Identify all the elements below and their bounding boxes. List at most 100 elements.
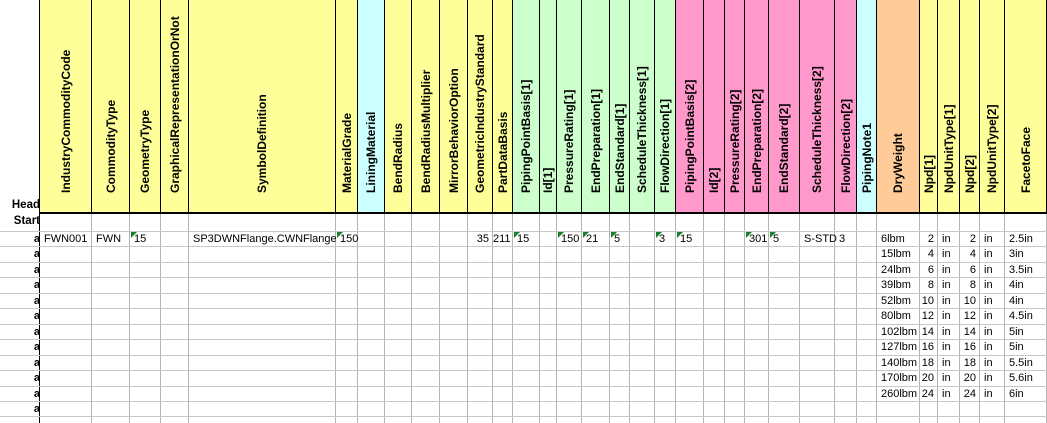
cell-endpreparation2[interactable]: 301 (749, 233, 768, 245)
column-header-npdunittype1[interactable]: NpdUnitType[1] (938, 0, 960, 213)
cell-endstandard2[interactable]: 5 (773, 233, 780, 245)
cell-facetoface[interactable]: 3in (1009, 248, 1024, 260)
cell-npdunittype1[interactable]: in (942, 388, 951, 400)
cell-pressurerating1[interactable]: 150 (561, 233, 580, 245)
cell-npdunittype2[interactable]: in (984, 372, 993, 384)
column-header-flowdirection1[interactable]: FlowDirection[1] (655, 0, 676, 213)
cell-npdunittype1[interactable]: in (942, 357, 951, 369)
column-header-endstandard1[interactable]: EndStandard[1] (610, 0, 630, 213)
cell-npd1[interactable]: 18 (921, 357, 934, 369)
cell-npdunittype2[interactable]: in (984, 248, 993, 260)
cell-industrycommoditycode[interactable]: FWN001 (44, 233, 88, 245)
column-header-bendradius[interactable]: BendRadius (385, 0, 412, 213)
cell-npdunittype2[interactable]: in (984, 264, 993, 276)
cell-flowdirection2[interactable]: 3 (839, 233, 846, 245)
cell-npd1[interactable]: 10 (921, 295, 934, 307)
cell-dryweight[interactable]: 102lbm (881, 326, 918, 338)
cell-dryweight[interactable]: 127lbm (881, 341, 918, 353)
cell-dryweight[interactable]: 6lbm (881, 233, 905, 245)
cell-facetoface[interactable]: 5.5in (1009, 357, 1033, 369)
cell-npd2[interactable]: 14 (963, 326, 976, 338)
cell-npdunittype1[interactable]: in (942, 372, 951, 384)
column-header-id1[interactable]: Id[1] (540, 0, 557, 213)
cell-npd2[interactable]: 4 (969, 248, 976, 260)
cell-npd2[interactable]: 6 (969, 264, 976, 276)
column-header-npd2[interactable]: Npd[2] (960, 0, 980, 213)
cell-npdunittype1[interactable]: in (942, 326, 951, 338)
column-header-flowdirection2[interactable]: FlowDirection[2] (835, 0, 857, 213)
cell-facetoface[interactable]: 5in (1009, 341, 1024, 353)
cell-npd1[interactable]: 24 (921, 388, 934, 400)
cell-dryweight[interactable]: 170lbm (881, 372, 918, 384)
cell-dryweight[interactable]: 260lbm (881, 388, 918, 400)
cell-dryweight[interactable]: 80lbm (881, 310, 911, 322)
column-header-liningmaterial[interactable]: LiningMaterial (358, 0, 385, 213)
cell-npdunittype2[interactable]: in (984, 295, 993, 307)
cell-npd2[interactable]: 8 (969, 279, 976, 291)
column-header-endpreparation2[interactable]: EndPreparation[2] (745, 0, 769, 213)
cell-dryweight[interactable]: 39lbm (881, 279, 911, 291)
cell-materialgrade[interactable]: 150 (340, 233, 359, 245)
cell-facetoface[interactable]: 5in (1009, 326, 1024, 338)
column-header-id2[interactable]: Id[2] (704, 0, 725, 213)
cell-facetoface[interactable]: 3.5in (1009, 264, 1033, 276)
cell-dryweight[interactable]: 52lbm (881, 295, 911, 307)
cell-npdunittype1[interactable]: in (942, 341, 951, 353)
column-header-pipingpointbasis2[interactable]: PipingPointBasis[2] (676, 0, 704, 213)
cell-facetoface[interactable]: 5.6in (1009, 372, 1033, 384)
cell-npd2[interactable]: 16 (963, 341, 976, 353)
cell-npdunittype2[interactable]: in (984, 310, 993, 322)
column-header-graphicalrepresentationornot[interactable]: GraphicalRepresentationOrNot (161, 0, 189, 213)
cell-partdatabasis[interactable]: 211 (493, 233, 511, 245)
column-header-pipingpointbasis1[interactable]: PipingPointBasis[1] (513, 0, 540, 213)
column-header-npdunittype2[interactable]: NpdUnitType[2] (980, 0, 1005, 213)
cell-npd2[interactable]: 18 (963, 357, 976, 369)
cell-facetoface[interactable]: 2.5in (1009, 233, 1033, 245)
cell-endstandard1[interactable]: 5 (614, 233, 621, 245)
cell-dryweight[interactable]: 24lbm (881, 264, 911, 276)
cell-facetoface[interactable]: 4in (1009, 279, 1024, 291)
column-header-commoditytype[interactable]: CommodityType (92, 0, 130, 213)
cell-npdunittype2[interactable]: in (984, 388, 993, 400)
cell-npd1[interactable]: 20 (921, 372, 934, 384)
column-header-endstandard2[interactable]: EndStandard[2] (769, 0, 800, 213)
cell-npdunittype1[interactable]: in (942, 248, 951, 260)
column-header-materialgrade[interactable]: MaterialGrade (336, 0, 358, 213)
cell-npdunittype1[interactable]: in (942, 310, 951, 322)
cell-flowdirection1[interactable]: 3 (659, 233, 666, 245)
column-header-pressurerating2[interactable]: PressureRating[2] (725, 0, 745, 213)
column-header-pressurerating1[interactable]: PressureRating[1] (557, 0, 582, 213)
cell-symboldefinition[interactable]: SP3DWNFlange.CWNFlange (193, 233, 337, 245)
cell-npd1[interactable]: 2 (927, 233, 934, 245)
cell-npd1[interactable]: 4 (927, 248, 934, 260)
column-header-geometrytype[interactable]: GeometryType (130, 0, 161, 213)
column-header-facetoface[interactable]: FacetoFace (1005, 0, 1047, 213)
cell-facetoface[interactable]: 4.5in (1009, 310, 1033, 322)
column-header-industrycommoditycode[interactable]: IndustryCommodityCode (40, 0, 92, 213)
column-header-npd1[interactable]: Npd[1] (920, 0, 938, 213)
column-header-geometricindustrystandard[interactable]: GeometricIndustryStandard (468, 0, 493, 213)
cell-dryweight[interactable]: 140lbm (881, 357, 918, 369)
column-header-symboldefinition[interactable]: SymbolDefinition (189, 0, 336, 213)
column-header-mirrorbehavioroption[interactable]: MirrorBehaviorOption (440, 0, 468, 213)
cell-npd1[interactable]: 6 (927, 264, 934, 276)
cell-npd1[interactable]: 8 (927, 279, 934, 291)
cell-npd2[interactable]: 20 (963, 372, 976, 384)
cell-facetoface[interactable]: 6in (1009, 388, 1024, 400)
cell-npdunittype2[interactable]: in (984, 341, 993, 353)
cell-npdunittype2[interactable]: in (984, 233, 993, 245)
column-header-pipingnote1[interactable]: PipingNote1 (857, 0, 877, 213)
cell-npdunittype1[interactable]: in (942, 233, 951, 245)
cell-npd2[interactable]: 2 (969, 233, 976, 245)
cell-schedulethickness2[interactable]: S-STD (804, 233, 837, 245)
cell-npd1[interactable]: 16 (921, 341, 934, 353)
cell-npdunittype1[interactable]: in (942, 295, 951, 307)
cell-facetoface[interactable]: 4in (1009, 295, 1024, 307)
cell-npd1[interactable]: 14 (921, 326, 934, 338)
cell-npdunittype1[interactable]: in (942, 279, 951, 291)
column-header-bendradiusmultiplier[interactable]: BendRadiusMultiplier (412, 0, 440, 213)
cell-npdunittype1[interactable]: in (942, 264, 951, 276)
cell-geometricindustrystandard[interactable]: 35 (476, 233, 489, 245)
cell-npd1[interactable]: 12 (921, 310, 934, 322)
cell-dryweight[interactable]: 15lbm (881, 248, 911, 260)
